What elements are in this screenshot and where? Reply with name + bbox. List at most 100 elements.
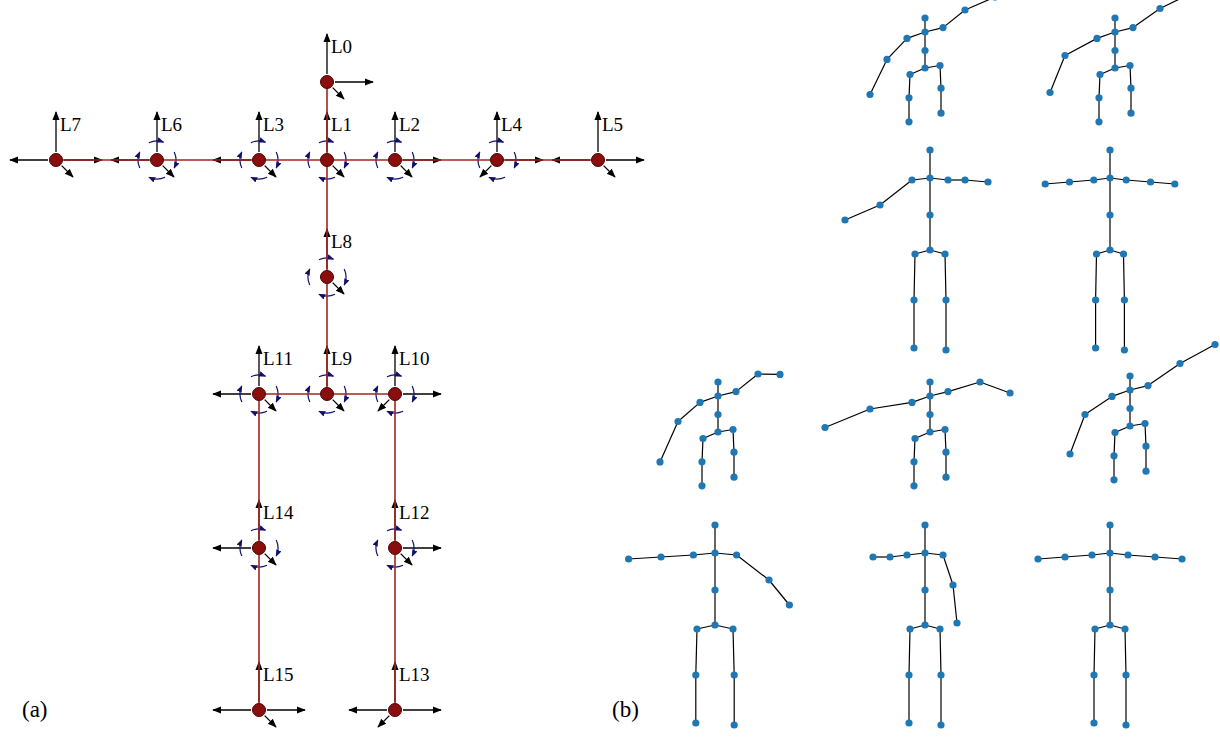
joint-dot: [1121, 625, 1128, 632]
bone-connector: [504, 159, 591, 161]
joint-dot: [1126, 62, 1133, 69]
rotation-arrow: [308, 269, 310, 285]
bone-line: [887, 38, 907, 59]
joint-dot: [905, 94, 912, 101]
rotation-arrow: [412, 540, 414, 556]
joint-node: L13: [388, 703, 402, 717]
axis-arrow: [333, 166, 344, 177]
joint-dot: [1126, 386, 1133, 393]
joint-dot: [911, 250, 918, 257]
link-label: L4: [501, 114, 522, 135]
joint-dot: [921, 586, 928, 593]
joint-dot: [1106, 246, 1113, 253]
joint-dot: [961, 6, 968, 13]
joint-node: L11: [252, 387, 266, 401]
joint-dot: [939, 24, 946, 31]
joint-dot: [903, 551, 910, 558]
joint-dot: [733, 551, 740, 558]
axis-arrow: [163, 166, 174, 177]
bone-line: [1095, 300, 1096, 348]
joint-dot: [876, 201, 883, 208]
stick-figure: [656, 370, 783, 489]
joint-dot: [1090, 671, 1097, 678]
joint-dot: [1111, 14, 1118, 21]
axis-arrow: [333, 283, 344, 294]
joint-node: L5: [591, 153, 605, 167]
axis-arrow: [403, 393, 441, 394]
joint-dot: [625, 555, 632, 562]
bone-line: [714, 525, 715, 553]
bone-line: [908, 675, 909, 723]
joint-dot: [821, 424, 828, 431]
joint-dot: [699, 435, 706, 442]
rotation-arrow: [387, 177, 403, 179]
joint-dot: [1110, 476, 1117, 483]
bone-line: [1085, 396, 1112, 414]
joint-dot: [1142, 443, 1149, 450]
bone-line: [701, 462, 702, 486]
joint-dot: [921, 521, 928, 528]
joint-dot: [926, 174, 933, 181]
bone-line: [1160, 0, 1195, 9]
stick-figure: [1042, 146, 1179, 353]
link-label: L1: [331, 114, 352, 135]
rotation-arrow: [412, 386, 414, 402]
joint-dot: [949, 581, 956, 588]
bone-line: [945, 254, 946, 300]
joint-dot: [1141, 420, 1148, 427]
joint-dot: [1147, 178, 1154, 185]
joint-dot: [941, 426, 948, 433]
link-label: L8: [331, 231, 352, 252]
bone-line: [924, 525, 925, 553]
link-label: L13: [399, 664, 430, 685]
joint-node: L7: [49, 153, 63, 167]
joint-dot: [1126, 372, 1133, 379]
bone-line: [714, 590, 715, 625]
joint-dot: [921, 64, 928, 71]
joint-dot: [1142, 468, 1149, 475]
joint-dot: [1090, 176, 1097, 183]
link-label: L2: [399, 114, 420, 135]
joint-dot: [657, 553, 664, 560]
joint-node: L14: [252, 541, 266, 555]
bone-line: [965, 0, 995, 10]
stick-figure: [866, 0, 998, 125]
bone-line: [1148, 364, 1180, 386]
joint-dot: [906, 71, 913, 78]
axis-arrow: [597, 112, 598, 152]
joint-dot: [690, 551, 697, 558]
joint-dot: [939, 551, 946, 558]
bone-line: [1038, 557, 1065, 559]
joint-dot: [1093, 35, 1100, 42]
bone-line: [1151, 182, 1175, 184]
joint-dot: [961, 176, 968, 183]
bone-line: [734, 675, 735, 725]
joint-dot: [1095, 118, 1102, 125]
link-label: L6: [161, 114, 182, 135]
joint-dot: [905, 719, 912, 726]
bone-line: [943, 10, 965, 28]
link-label: L7: [60, 114, 81, 135]
rotation-arrow: [251, 375, 266, 377]
bone-line: [1125, 629, 1126, 675]
bone-line: [1126, 180, 1150, 182]
joint-dot: [1106, 621, 1113, 628]
bone-connector: [334, 393, 388, 395]
axis-arrow: [265, 166, 276, 177]
joint-node: L4: [490, 153, 504, 167]
bone-line: [714, 553, 715, 590]
joint-dot: [903, 35, 910, 42]
bone-line: [870, 59, 887, 94]
bone-line: [943, 555, 953, 585]
bone-line: [1109, 553, 1110, 590]
bone-line: [1155, 557, 1182, 559]
bone-connector: [266, 159, 320, 161]
joint-dot: [692, 671, 699, 678]
joint-dot: [942, 449, 949, 456]
link-label: L5: [602, 114, 623, 135]
bone-connector: [164, 159, 252, 161]
bone-line: [1128, 555, 1155, 557]
stick-figure: [625, 521, 793, 728]
bone-line: [1123, 254, 1125, 300]
joint-dot: [866, 91, 873, 98]
